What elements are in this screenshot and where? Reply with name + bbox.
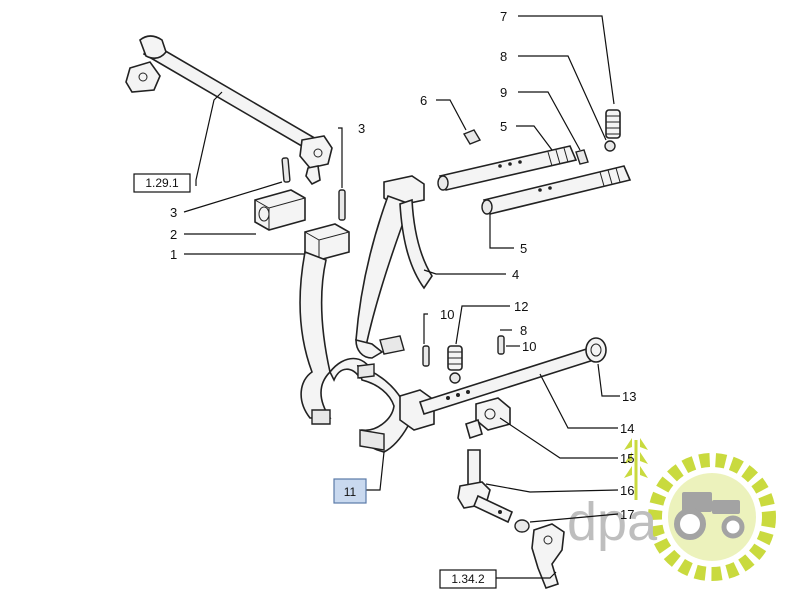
label-8-top: 8 bbox=[500, 49, 507, 64]
label-17: 17 bbox=[620, 507, 634, 522]
label-16: 16 bbox=[620, 483, 634, 498]
pin-9 bbox=[575, 149, 589, 165]
label-1: 1 bbox=[170, 247, 177, 262]
label-2: 2 bbox=[170, 227, 177, 242]
rail-5-upper bbox=[437, 145, 578, 191]
fork-11 bbox=[356, 363, 435, 453]
pin-3-right bbox=[338, 189, 346, 221]
label-4: 4 bbox=[512, 267, 519, 282]
label-9: 9 bbox=[500, 85, 507, 100]
ref-label-11: 11 bbox=[344, 485, 357, 499]
label-10-left: 10 bbox=[440, 307, 454, 322]
watermark-gear-icon bbox=[648, 453, 776, 581]
collar-13 bbox=[585, 337, 607, 363]
label-5-bottom: 5 bbox=[520, 241, 527, 256]
ring-17 bbox=[514, 519, 530, 533]
ref-label-1-29-1: 1.29.1 bbox=[145, 176, 179, 190]
label-13: 13 bbox=[622, 389, 636, 404]
spring-7 bbox=[605, 109, 621, 139]
ball-8-mid bbox=[449, 372, 461, 384]
watermark: dpa bbox=[567, 438, 776, 581]
label-14: 14 bbox=[620, 421, 634, 436]
fork-4 bbox=[355, 175, 433, 359]
lever-1-34-2 bbox=[531, 523, 565, 589]
callout-labels: 7 8 9 6 5 5 3 3 2 1 4 10 12 8 10 13 14 1… bbox=[170, 9, 636, 522]
label-6: 6 bbox=[420, 93, 427, 108]
shaft-16 bbox=[457, 449, 514, 524]
ref-box-11[interactable]: 11 bbox=[333, 478, 367, 504]
ref-box-1-34-2[interactable]: 1.34.2 bbox=[439, 569, 497, 589]
pin-6 bbox=[462, 129, 482, 145]
rail-5-lower bbox=[481, 165, 632, 215]
pin-10-left bbox=[422, 345, 430, 367]
label-5-top: 5 bbox=[500, 119, 507, 134]
label-3-top: 3 bbox=[358, 121, 365, 136]
spring-12 bbox=[447, 345, 463, 371]
label-10-right: 10 bbox=[522, 339, 536, 354]
label-8-mid: 8 bbox=[520, 323, 527, 338]
label-3-left: 3 bbox=[170, 205, 177, 220]
watermark-wheat-icon bbox=[624, 438, 648, 500]
block-2 bbox=[254, 189, 306, 231]
label-7: 7 bbox=[500, 9, 507, 24]
shaft-1-29-1 bbox=[125, 35, 333, 186]
ref-label-1-34-2: 1.34.2 bbox=[451, 572, 485, 586]
watermark-tractor-icon bbox=[674, 492, 745, 540]
pin-3-left bbox=[281, 157, 291, 183]
label-15: 15 bbox=[620, 451, 634, 466]
pin-10-right bbox=[497, 335, 505, 355]
lever-15 bbox=[465, 397, 511, 440]
watermark-text: dpa bbox=[567, 492, 658, 552]
label-12: 12 bbox=[514, 299, 528, 314]
ball-8 bbox=[604, 140, 616, 152]
ref-box-1-29-1[interactable]: 1.29.1 bbox=[133, 173, 191, 193]
leader-lines bbox=[183, 15, 620, 579]
